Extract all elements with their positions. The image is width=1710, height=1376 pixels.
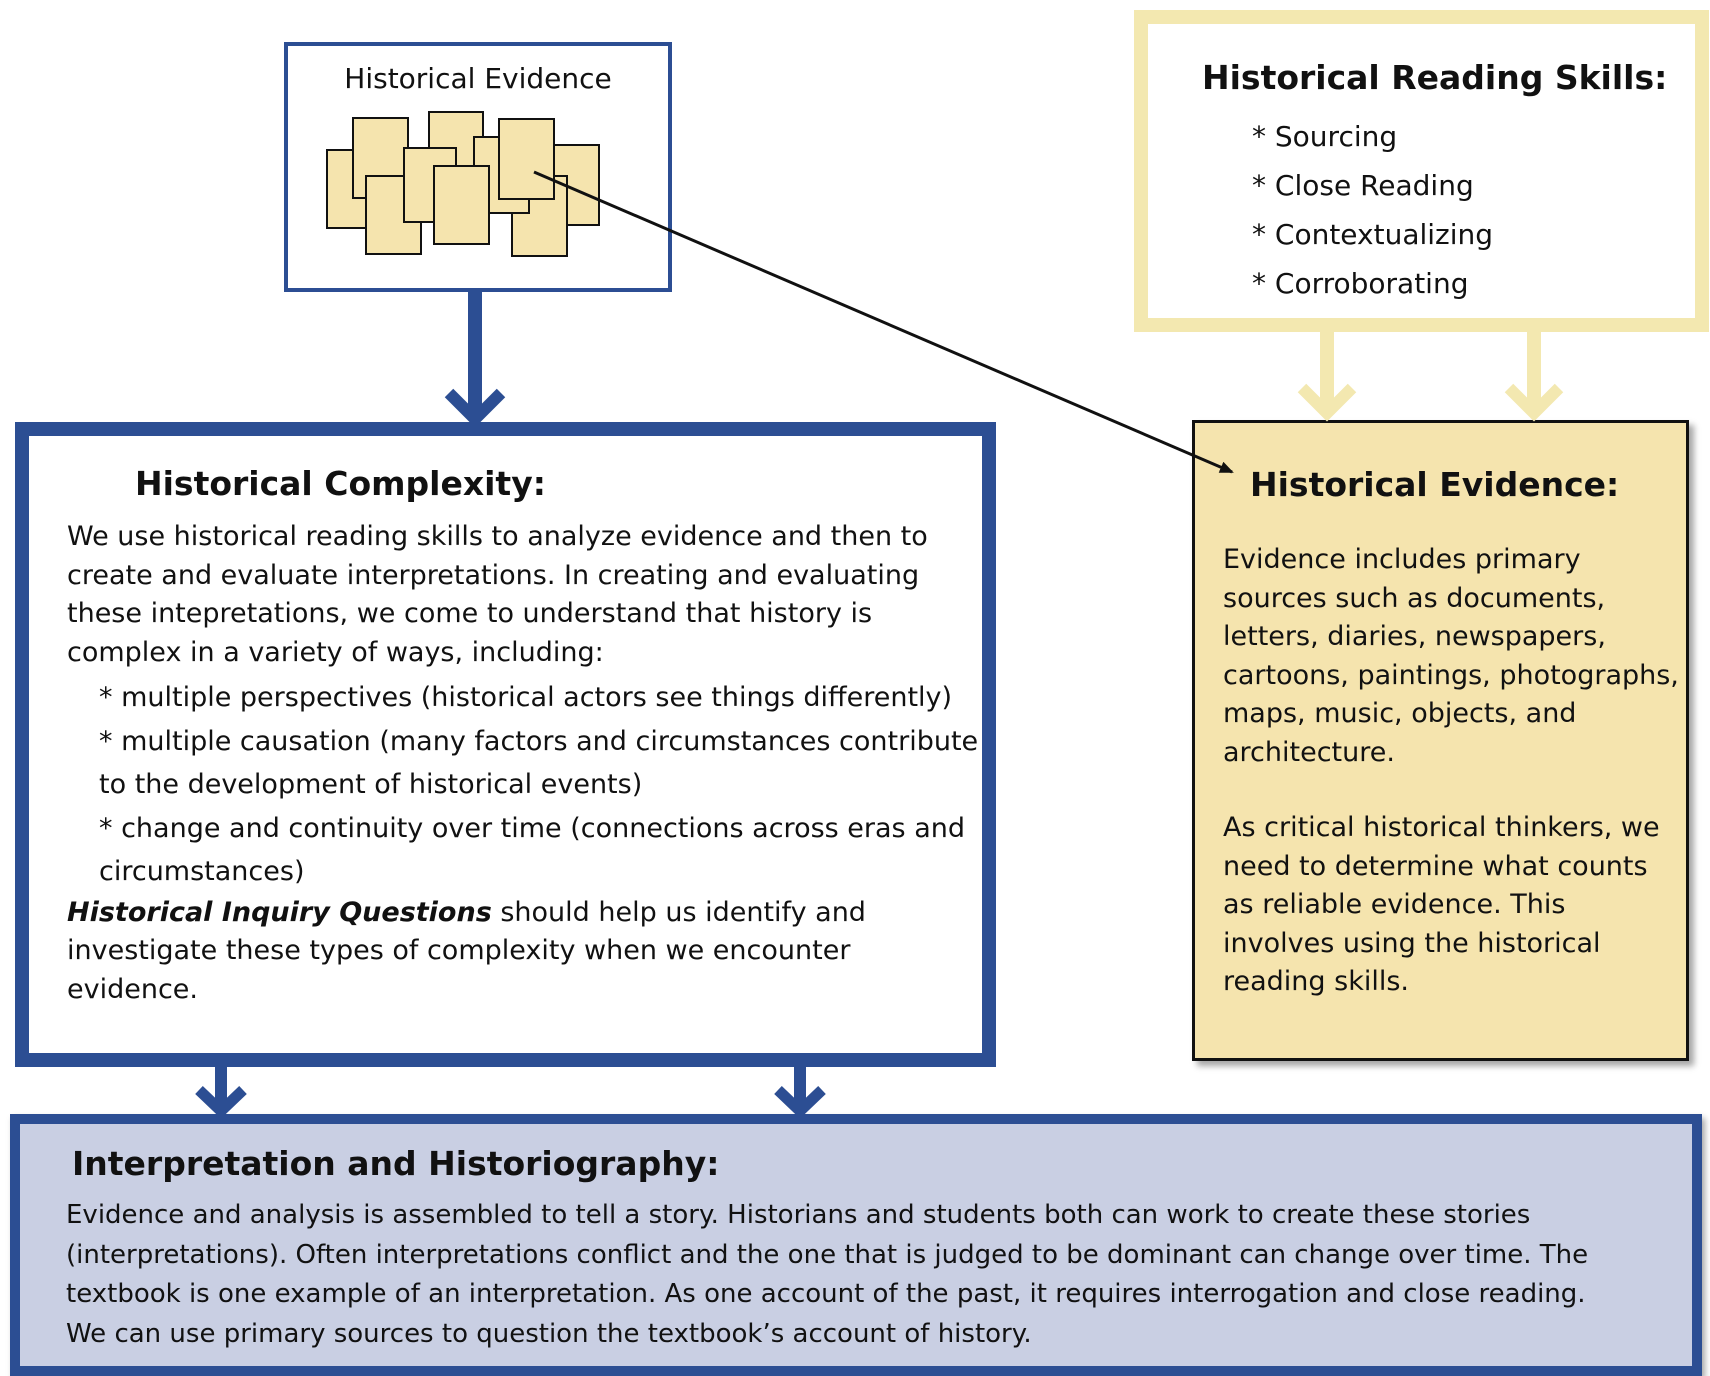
inquiry-rest: should help us identify and investigate … xyxy=(67,896,866,1005)
historical-evidence-box: Historical Evidence: Evidence includes p… xyxy=(1192,420,1689,1061)
complexity-bullet: * change and continuity over time (conne… xyxy=(99,812,966,888)
historical-evidence-para1: Evidence includes primary sources such a… xyxy=(1223,544,1679,768)
paper-stack-icon xyxy=(326,111,600,257)
evidence-source-caption: Historical Evidence xyxy=(344,62,612,95)
cream-down-arrow-icon xyxy=(1297,322,1357,422)
skill-item: * Contextualizing xyxy=(1252,218,1494,251)
interpretation-body: Evidence and analysis is assembled to te… xyxy=(66,1196,1626,1354)
skill-item: * Close Reading xyxy=(1252,169,1474,202)
complexity-intro: We use historical reading skills to anal… xyxy=(67,521,928,668)
reading-skills-list: * Sourcing * Close Reading * Contextuali… xyxy=(1252,112,1493,308)
complexity-bullet: * multiple causation (many factors and c… xyxy=(99,725,979,801)
interpretation-box: Interpretation and Historiography: Evide… xyxy=(10,1114,1702,1376)
complexity-bullets: * multiple perspectives (historical acto… xyxy=(99,676,987,894)
skill-item: * Sourcing xyxy=(1252,120,1398,153)
reading-skills-box: Historical Reading Skills: * Sourcing * … xyxy=(1134,10,1709,332)
historical-evidence-body: Evidence includes primary sources such a… xyxy=(1223,541,1683,1039)
inquiry-paragraph: Historical Inquiry Questions should help… xyxy=(67,894,987,1010)
blue-down-arrow-icon xyxy=(195,1067,247,1119)
skill-item: * Corroborating xyxy=(1252,267,1469,300)
complexity-box: Historical Complexity: We use historical… xyxy=(15,422,996,1067)
blue-down-arrow-icon xyxy=(774,1067,826,1119)
cream-down-arrow-icon xyxy=(1504,322,1564,422)
blue-down-arrow-icon xyxy=(444,292,506,428)
reading-skills-title: Historical Reading Skills: xyxy=(1202,58,1668,97)
interpretation-text: Evidence and analysis is assembled to te… xyxy=(66,1200,1589,1349)
black-arrow-icon xyxy=(533,170,1234,474)
historical-evidence-para2: As critical historical thinkers, we need… xyxy=(1223,812,1660,997)
complexity-bullet: * multiple perspectives (historical acto… xyxy=(99,682,953,713)
complexity-title: Historical Complexity: xyxy=(135,464,546,503)
historical-evidence-title: Historical Evidence: xyxy=(1250,465,1620,504)
interpretation-title: Interpretation and Historiography: xyxy=(72,1144,720,1183)
complexity-body: We use historical reading skills to anal… xyxy=(67,518,987,1009)
inquiry-emphasis: Historical Inquiry Questions xyxy=(67,896,492,928)
